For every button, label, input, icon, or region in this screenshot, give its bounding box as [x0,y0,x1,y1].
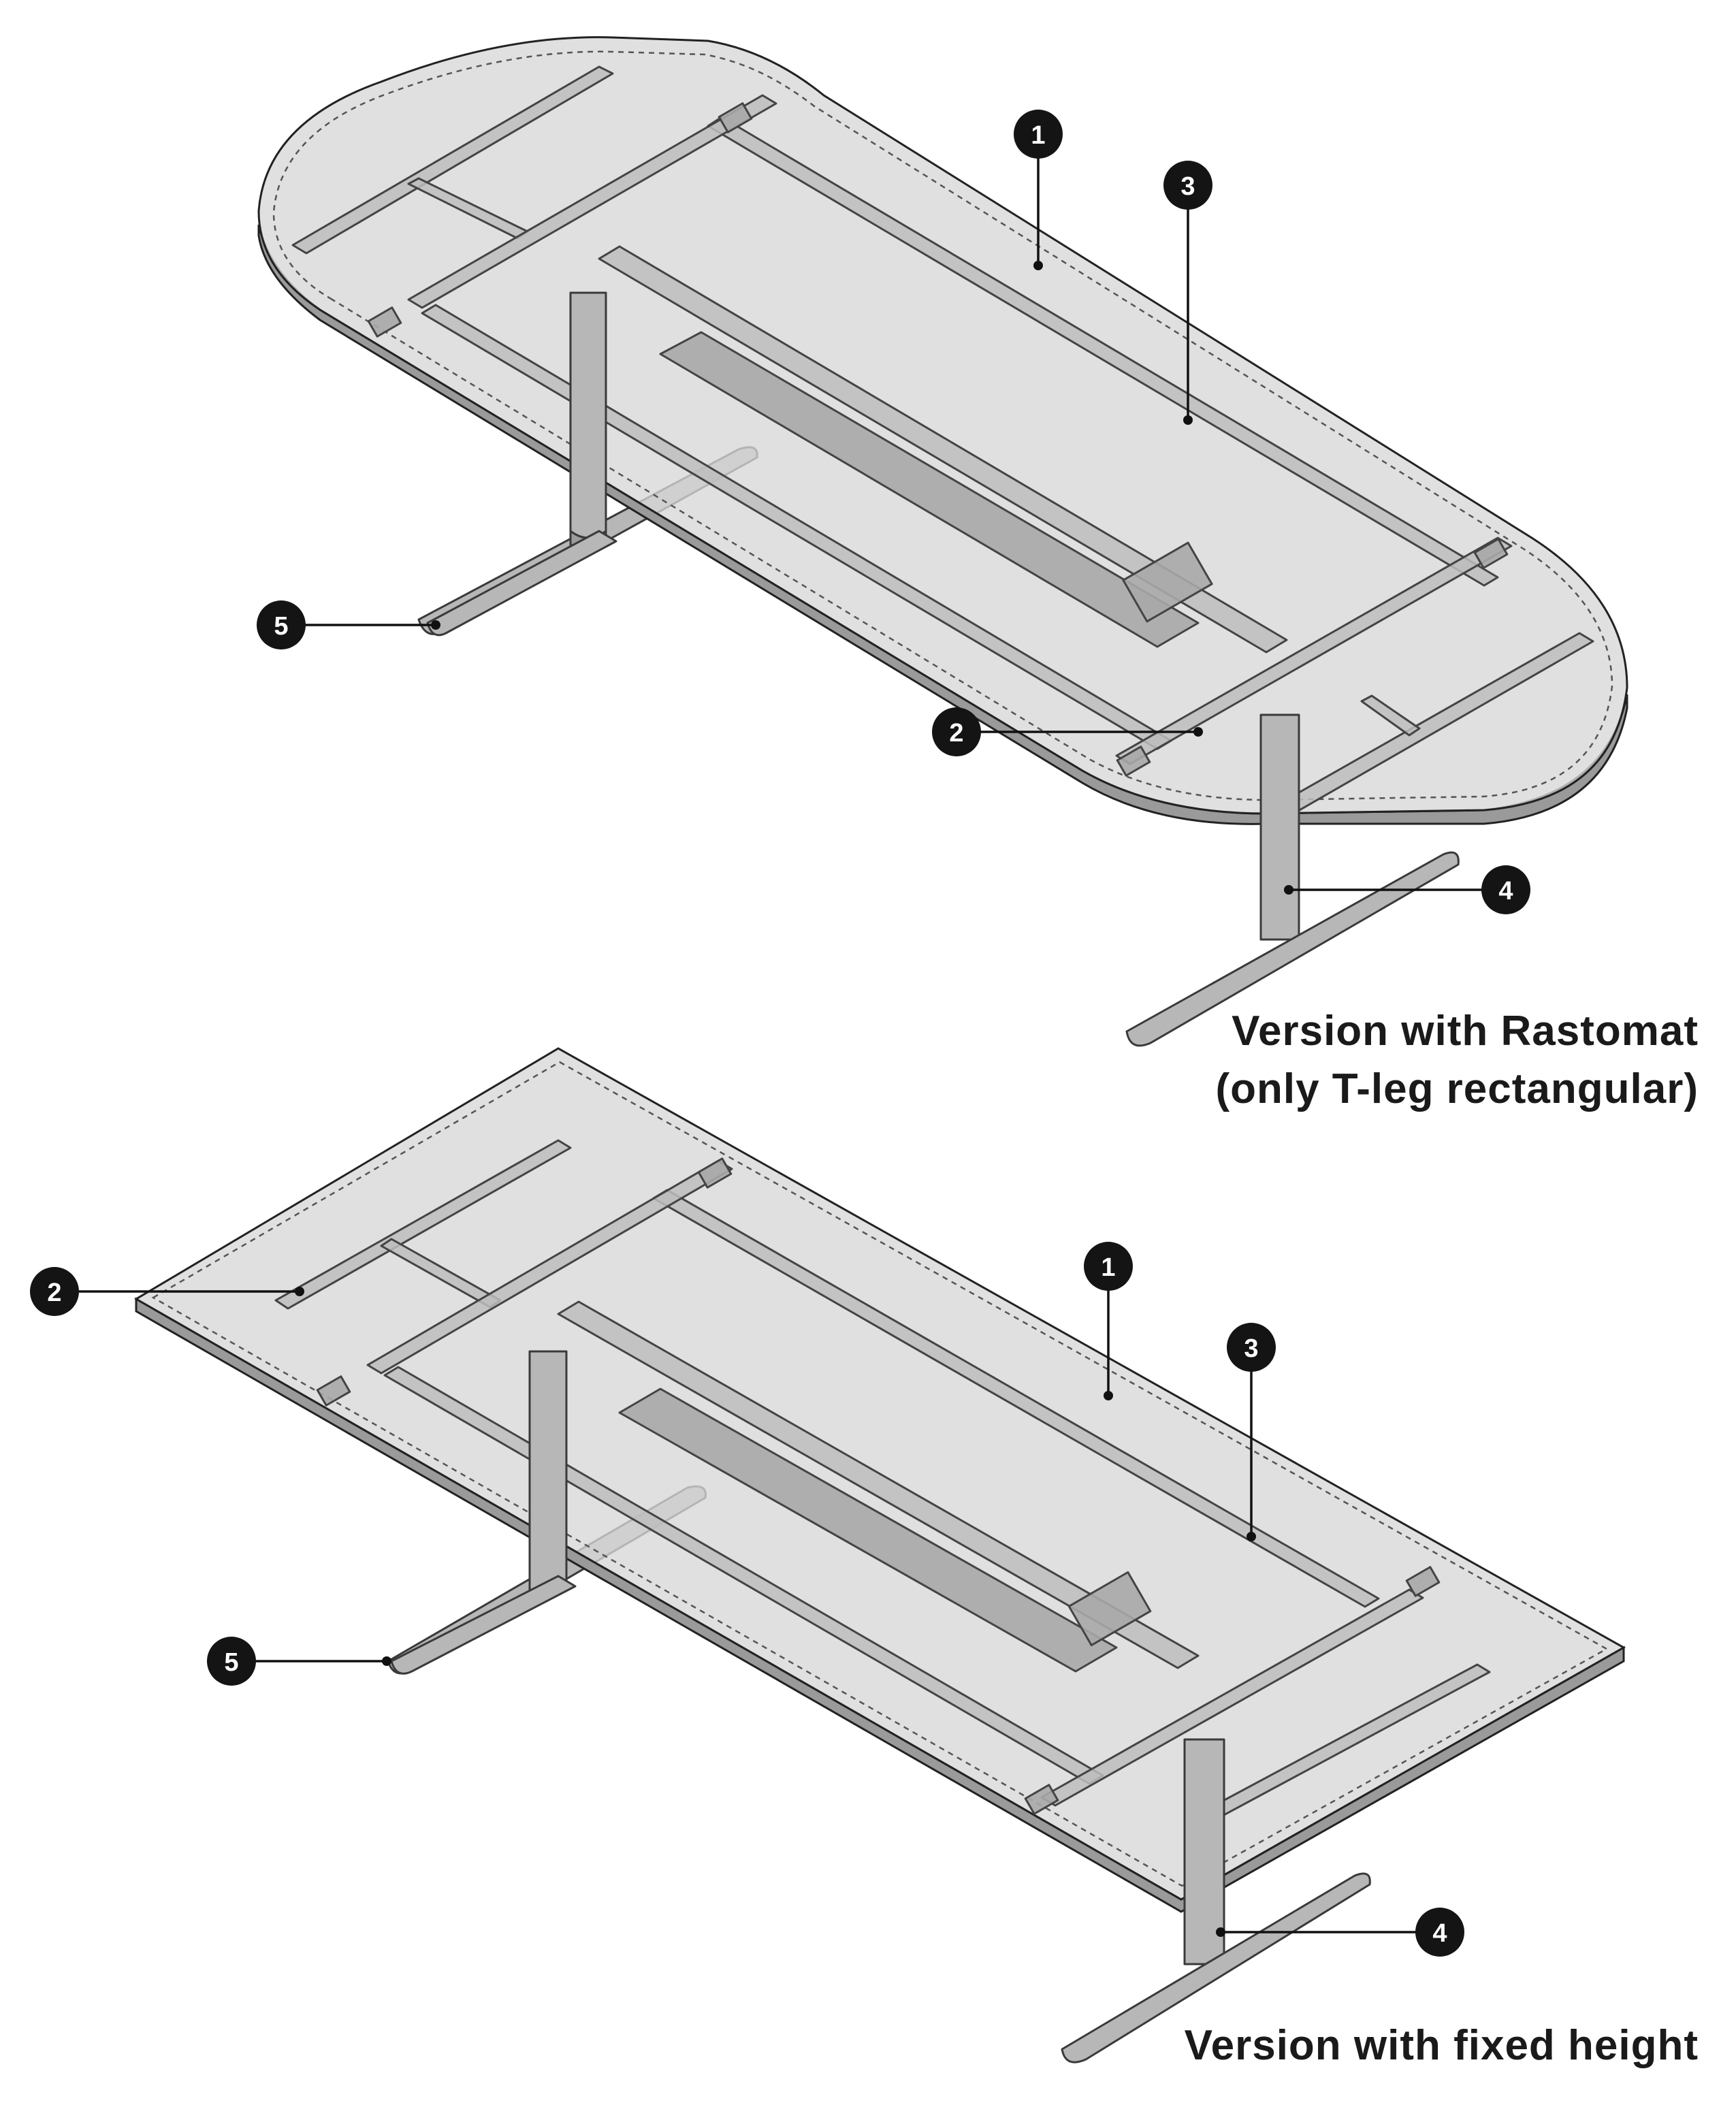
svg-text:5: 5 [274,612,288,641]
caption-top-line2: (only T-leg rectangular) [1215,1065,1699,1112]
center-rail-upper-bottom [557,1300,1200,1669]
svg-text:3: 3 [1244,1334,1258,1363]
callout-bottom-4: 4 [1216,1908,1464,1957]
svg-text:2: 2 [949,719,963,748]
callout-top-2: 2 [932,707,1203,756]
corner-bracket-b3 [1405,1566,1441,1597]
corner-bracket-4 [1116,745,1151,777]
corner-bracket-b2 [316,1375,351,1407]
callout-top-3: 3 [1163,161,1212,425]
crossbar-left [407,94,777,309]
center-rail-upper [598,245,1288,654]
svg-text:1: 1 [1101,1253,1115,1282]
callout-bottom-1: 1 [1084,1242,1133,1400]
callouts-top: 1 3 5 2 4 [257,110,1530,914]
corner-bracket-2 [367,306,402,338]
end-rail-right-brace [1360,694,1421,737]
side-rail-back [707,116,1499,587]
corner-bracket-3 [1473,538,1509,569]
corner-bracket-b1 [697,1157,733,1189]
callouts-bottom: 2 1 3 5 4 [30,1242,1464,1957]
left-leg-column [426,291,617,637]
caption-bottom: Version with fixed height [1185,2022,1699,2069]
callout-top-1: 1 [1014,110,1063,270]
center-rail-bottom [618,1387,1118,1673]
svg-text:2: 2 [47,1279,61,1307]
right-leg-column [1125,713,1460,1047]
callout-top-5: 5 [257,600,440,649]
rectangular-table-fixed [134,1047,1626,2064]
svg-text:1: 1 [1031,121,1045,150]
corner-bracket-1 [718,102,753,133]
callout-bottom-2: 2 [30,1267,304,1316]
end-rail-left-bottom [274,1139,572,1310]
callout-top-4: 4 [1284,865,1530,914]
callout-bottom-3: 3 [1227,1323,1276,1541]
corner-bracket-b4 [1024,1784,1059,1815]
mechanism-box-bottom [1067,1571,1152,1647]
svg-text:3: 3 [1180,172,1195,201]
svg-text:4: 4 [1432,1919,1447,1948]
svg-text:4: 4 [1498,877,1513,905]
oval-table-rastomat [257,36,1628,1047]
crossbar-left-bottom [366,1159,733,1375]
oval-top-surface [257,36,1628,815]
left-leg-column-bottom [390,1350,577,1675]
svg-text:5: 5 [224,1648,238,1677]
center-rail [659,331,1200,648]
mechanism-box [1122,541,1213,623]
right-leg-column-bottom [1061,1738,1371,2064]
end-rail-left [291,65,614,255]
caption-top-line1: Version with Rastomat [1232,1008,1699,1055]
callout-bottom-5: 5 [207,1637,391,1686]
